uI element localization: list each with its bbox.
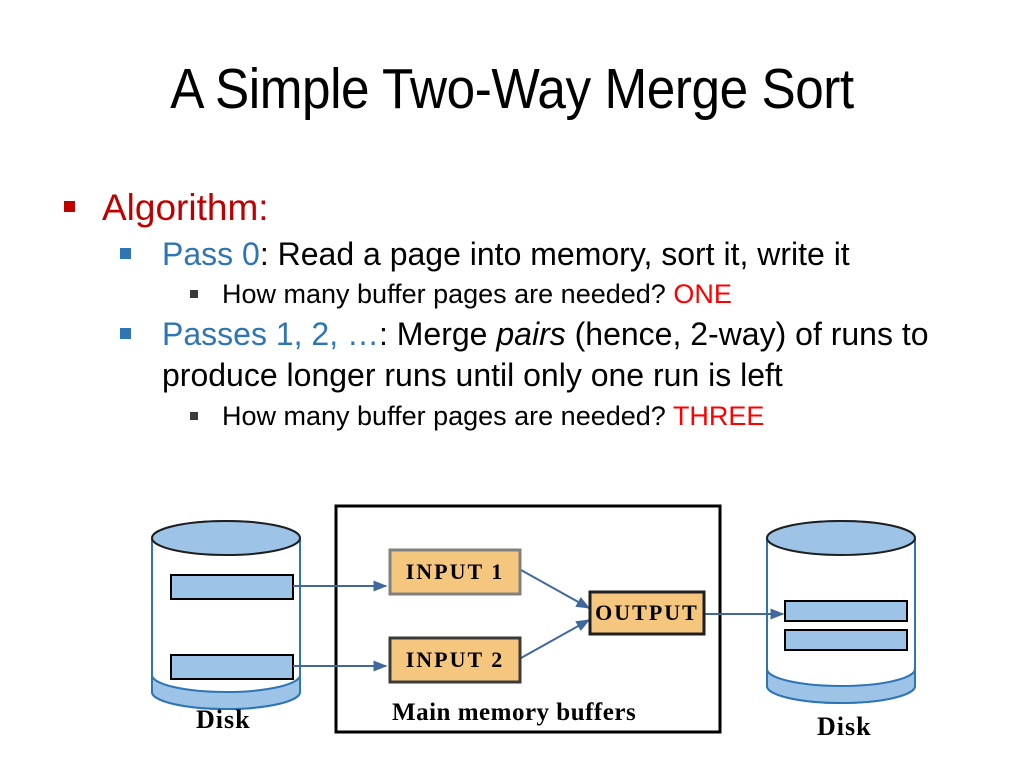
bullet-list: Algorithm: Pass 0: Read a page into memo… bbox=[56, 186, 986, 436]
main-memory-container bbox=[334, 504, 722, 734]
buffer-output-label: OUTPUT bbox=[595, 600, 699, 625]
right-disk-cylinder bbox=[766, 520, 916, 704]
bullet-passes-n: Passes 1, 2, …: Merge pairs (hence, 2-wa… bbox=[56, 314, 986, 397]
bullet-pass0-answer: ONE bbox=[673, 279, 732, 310]
buffer-input-1-label: INPUT 1 bbox=[406, 559, 505, 584]
bullet-square-icon bbox=[190, 290, 198, 299]
buffer-output[interactable]: OUTPUT bbox=[588, 590, 706, 636]
left-disk-run-2 bbox=[170, 654, 294, 680]
diagram-svg: INPUT 1 INPUT 2 OUTPUT bbox=[151, 504, 916, 734]
merge-sort-diagram: INPUT 1 INPUT 2 OUTPUT Disk Disk Main me… bbox=[0, 490, 1024, 768]
bullet-pass0-question-text: How many buffer pages are needed? bbox=[222, 279, 666, 310]
left-disk-top bbox=[151, 520, 301, 556]
bullet-algorithm-label: Algorithm: bbox=[102, 187, 269, 228]
buffer-input-1[interactable]: INPUT 1 bbox=[388, 548, 522, 596]
bullet-pass0-text: : Read a page into memory, sort it, writ… bbox=[259, 235, 850, 272]
bullet-passes-n-label: Passes 1, 2, … bbox=[162, 315, 379, 352]
right-disk-label: Disk bbox=[817, 712, 872, 741]
bullet-pass0-label: Pass 0 bbox=[162, 235, 260, 272]
bullet-passes-n-continuation: produce longer runs until only one run i… bbox=[162, 357, 783, 394]
bullet-square-icon bbox=[190, 411, 198, 420]
bullet-passes-n-question: How many buffer pages are needed? THREE bbox=[56, 399, 986, 434]
bullet-pass0-question: How many buffer pages are needed? ONE bbox=[56, 277, 986, 312]
left-disk-label: Disk bbox=[196, 705, 251, 734]
left-disk-run-1 bbox=[170, 574, 294, 600]
bullet-passes-n-answer: THREE bbox=[672, 400, 765, 431]
arrow-input1-to-output bbox=[520, 569, 591, 609]
buffer-input-2-label: INPUT 2 bbox=[406, 647, 505, 672]
left-disk-cylinder bbox=[151, 520, 301, 710]
right-disk-top bbox=[766, 520, 916, 556]
bullet-square-icon bbox=[120, 327, 131, 339]
bullet-pass0: Pass 0: Read a page into memory, sort it… bbox=[56, 234, 986, 276]
bullet-square-icon bbox=[64, 201, 75, 212]
bullet-passes-n-question-text: How many buffer pages are needed? bbox=[222, 400, 666, 431]
bullet-passes-n-text-before: : Merge bbox=[378, 315, 497, 352]
main-memory-buffers-label: Main memory buffers bbox=[392, 699, 637, 726]
right-disk-run-2 bbox=[784, 629, 908, 651]
arrow-input2-to-output bbox=[520, 619, 591, 659]
right-disk-run-1 bbox=[784, 600, 908, 622]
bullet-square-icon bbox=[120, 247, 131, 259]
buffer-input-2[interactable]: INPUT 2 bbox=[388, 636, 522, 684]
page-title: A Simple Two-Way Merge Sort bbox=[170, 57, 854, 121]
bullet-algorithm: Algorithm: bbox=[56, 186, 986, 230]
bullet-passes-n-italic-word: pairs bbox=[496, 315, 566, 352]
bullet-passes-n-text-after: (hence, 2-way) of runs to bbox=[565, 315, 929, 352]
